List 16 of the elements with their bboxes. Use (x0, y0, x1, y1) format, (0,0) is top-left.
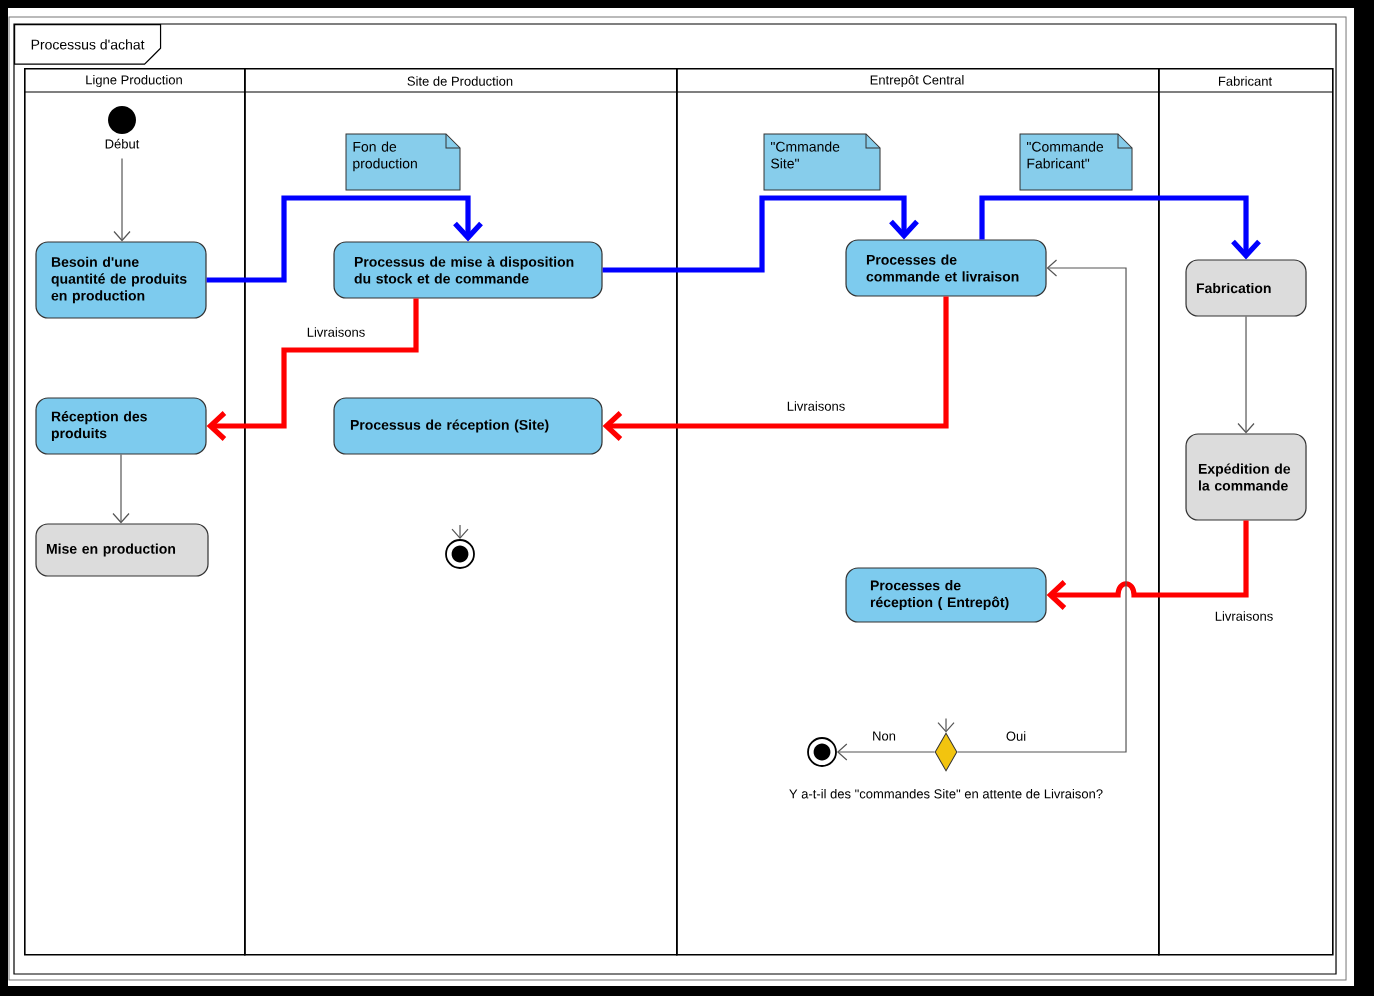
end-node (807, 737, 837, 767)
arrow (836, 743, 936, 761)
arrow (602, 296, 949, 441)
arrow (451, 524, 469, 540)
arrow (956, 259, 1127, 753)
arrow (937, 717, 955, 733)
arrow (979, 195, 1261, 260)
arrow (113, 157, 131, 242)
arrow (206, 195, 483, 283)
decision-diamond (934, 732, 958, 772)
end-node (445, 539, 475, 569)
arrow (602, 195, 919, 273)
arrow (112, 454, 130, 524)
arrow (1237, 316, 1255, 434)
arrow (206, 298, 419, 441)
arrow (1046, 520, 1249, 610)
